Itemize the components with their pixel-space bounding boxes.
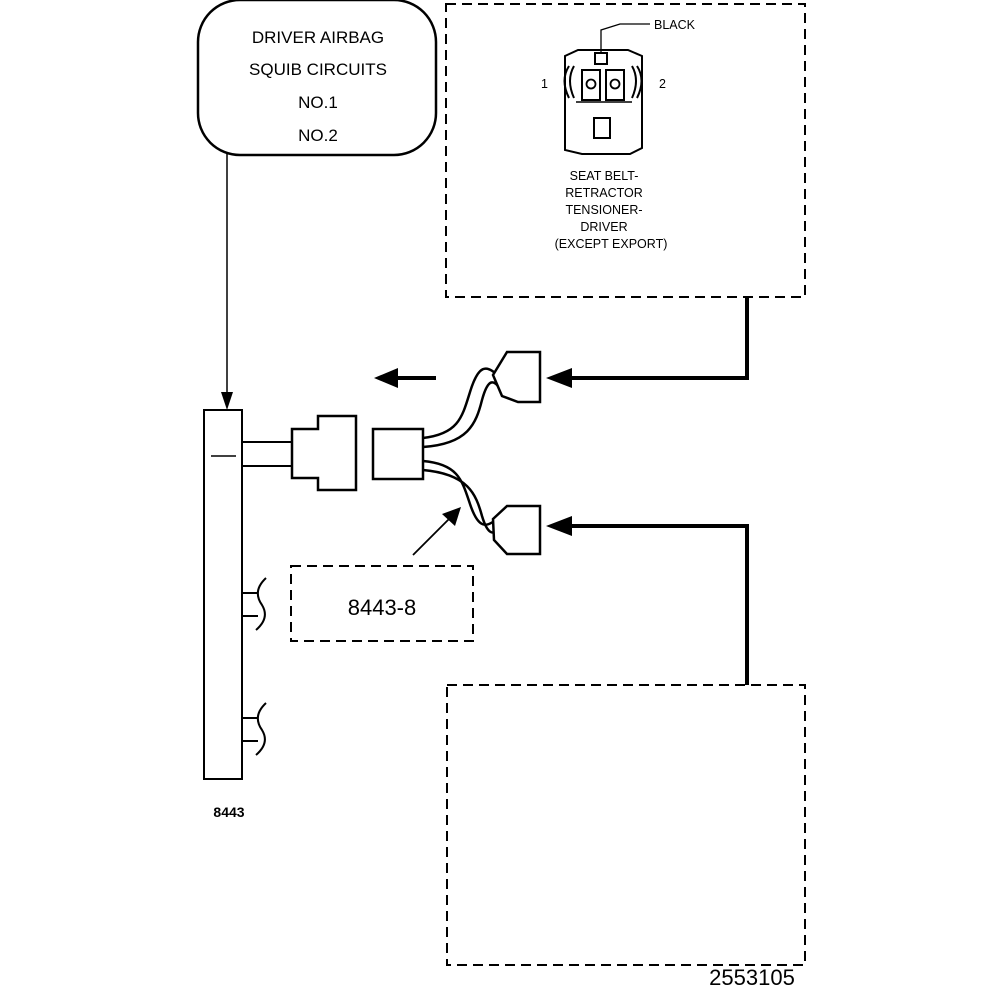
squib-box-line-4: NO.2 xyxy=(298,126,338,145)
adapter-y-harness xyxy=(422,367,504,534)
adapter-side-connector xyxy=(371,427,425,481)
callout-leader-arrow xyxy=(221,152,233,410)
upper-routing-arrow xyxy=(546,297,749,388)
adapter-label-leader xyxy=(412,507,461,556)
connector-inset-box xyxy=(445,3,806,298)
seat-belt-connector-icon xyxy=(563,49,643,155)
adapter-label-box: 8443-8 xyxy=(290,565,474,642)
adapter-label: 8443-8 xyxy=(348,595,417,620)
connector-name-line-3: TENSIONER- xyxy=(565,203,642,217)
squib-circuits-callout: DRIVER AIRBAG SQUIB CIRCUITS NO.1 NO.2 xyxy=(196,0,438,157)
lower-routing-arrow xyxy=(546,516,749,685)
tester-label: 8443 xyxy=(213,804,244,820)
connector-name-line-5: (EXCEPT EXPORT) xyxy=(555,237,668,251)
squib-box-line-2: SQUIB CIRCUITS xyxy=(249,60,387,79)
connector-name-line-2: RETRACTOR xyxy=(565,186,643,200)
pin-1-label: 1 xyxy=(541,77,548,91)
tester-side-connector xyxy=(290,414,358,492)
lower-connector-inset-box xyxy=(446,684,806,966)
black-marker-leader xyxy=(600,23,650,53)
squib-box-line-1: DRIVER AIRBAG xyxy=(252,28,384,47)
adapter-upper-plug xyxy=(491,350,542,404)
connector-name: SEAT BELT- RETRACTOR TENSIONER- DRIVER (… xyxy=(555,169,668,251)
adapter-lower-plug xyxy=(491,504,542,556)
figure-number: 2553105 xyxy=(709,965,795,990)
squib-box-line-3: NO.1 xyxy=(298,93,338,112)
connector-name-line-4: DRIVER xyxy=(580,220,627,234)
disconnect-direction-arrow xyxy=(374,368,436,388)
pin-2-label: 2 xyxy=(659,77,666,91)
black-label: BLACK xyxy=(654,18,696,32)
tester-8443 xyxy=(203,409,292,780)
connector-name-line-1: SEAT BELT- xyxy=(570,169,639,183)
